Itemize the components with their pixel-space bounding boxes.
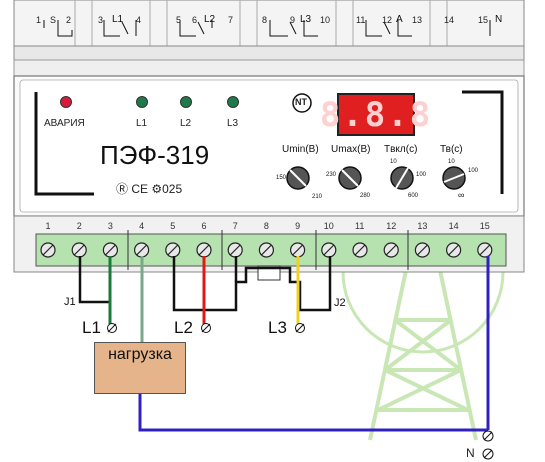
led-l2 (180, 96, 192, 108)
bottom-terminal-number: 9 (295, 221, 301, 231)
terminal-screws (40, 242, 493, 258)
knob-ton-label: Tвкл(с) (384, 144, 418, 155)
top-term-L1: L1 (112, 14, 124, 25)
top-term-A: A (396, 14, 403, 25)
bottom-terminal-number: 10 (323, 221, 334, 231)
knob-umax[interactable] (338, 166, 362, 190)
screw-slot (448, 244, 460, 256)
screw-slot (136, 244, 148, 256)
phase-label-l3: L3 (268, 318, 287, 337)
bottom-terminal-number: 11 (355, 221, 365, 231)
screw-slot (260, 244, 272, 256)
knob-umax-high: 280 (360, 193, 371, 199)
top-term-9: 9 (290, 15, 296, 25)
top-term-5: 5 (176, 15, 182, 25)
bottom-terminal-number: 13 (417, 221, 428, 231)
top-term-2: 2 (66, 15, 72, 25)
screw-slot (42, 244, 54, 256)
top-term-1: 1 (36, 15, 42, 25)
screw-slot (385, 244, 397, 256)
led-l1-label: L1 (136, 118, 148, 129)
bottom-terminal-number: 3 (107, 221, 113, 231)
wiring (78, 256, 494, 460)
load-label: нагрузка (108, 346, 172, 363)
top-term-13: 13 (412, 15, 423, 25)
led-l3-label: L3 (227, 118, 239, 129)
screw-slot (167, 244, 179, 256)
knob-tv-top: 10 (448, 159, 455, 165)
top-term-7: 7 (228, 15, 234, 25)
knob-umin[interactable] (286, 166, 310, 190)
device-body (13, 59, 525, 217)
bottom-terminal-number: 6 (201, 221, 207, 231)
screw-slot (229, 244, 241, 256)
top-term-10: 10 (320, 15, 331, 25)
top-terminal-strip (13, 0, 525, 61)
screw-slot (104, 244, 116, 256)
logo-nt: NT (295, 97, 307, 107)
bottom-terminal-number: 14 (448, 221, 459, 231)
top-term-N: N (495, 14, 503, 25)
digital-display: 8.8.8 (320, 93, 430, 136)
load-box: нагрузка (94, 342, 186, 394)
top-term-8: 8 (262, 15, 268, 25)
phase-label-l2: L2 (174, 318, 193, 337)
knob-umin-low: 150 (276, 175, 287, 181)
knob-umax-low: 230 (326, 172, 337, 178)
led-l3 (227, 96, 239, 108)
top-term-L2: L2 (204, 14, 216, 25)
screw-slot (479, 244, 491, 256)
led-l2-label: L2 (180, 118, 192, 129)
top-term-S: S (50, 15, 57, 25)
jumper-j2 (172, 256, 332, 312)
knob-ton-top: 10 (390, 159, 397, 165)
screw-slot (323, 244, 335, 256)
top-term-11: 11 (356, 15, 366, 25)
led-l1 (136, 96, 148, 108)
top-term-14: 14 (444, 15, 455, 25)
top-term-15: 15 (478, 15, 489, 25)
screw-slot (73, 244, 85, 256)
knob-tv-right: 100 (468, 168, 479, 174)
knob-umax-label: Umax(B) (331, 144, 371, 155)
knob-ton[interactable] (390, 166, 414, 190)
top-term-4: 4 (136, 15, 142, 25)
jumper-j1-label: J1 (64, 296, 76, 308)
screw-slot (292, 244, 304, 256)
top-term-12: 12 (382, 15, 393, 25)
model-title: ПЭФ-319 (100, 140, 210, 170)
alarm-led (60, 96, 72, 108)
phase-label-l1: L1 (82, 318, 101, 337)
knob-ton-right: 100 (416, 172, 427, 178)
bottom-terminal-number: 7 (232, 221, 238, 231)
knob-umin-high: 210 (312, 194, 323, 200)
bottom-terminal-number: 2 (76, 221, 82, 231)
jumper-j2-label: J2 (334, 297, 346, 309)
bottom-terminal-number: 8 (263, 221, 269, 231)
knob-tv[interactable] (442, 166, 466, 190)
screw-slot (198, 244, 210, 256)
top-term-L3: L3 (300, 14, 312, 25)
screw-slot (354, 244, 366, 256)
certification-marks: Ⓡ CE ⚙025 (116, 182, 183, 196)
knob-tv-label: Тв(с) (440, 144, 463, 155)
top-term-3: 3 (98, 15, 104, 25)
bottom-terminal-number: 12 (386, 221, 397, 231)
alarm-label: АВАРИЯ (44, 118, 85, 129)
wire-neutral (138, 256, 490, 432)
top-term-6: 6 (192, 15, 198, 25)
knob-tv-low: ∞ (458, 190, 465, 200)
bottom-terminal-number: 15 (479, 221, 490, 231)
knob-ton-low: 600 (408, 193, 419, 199)
bottom-terminal-number: 5 (170, 221, 176, 231)
bottom-terminal-number: 1 (45, 221, 51, 231)
screw-slot (416, 244, 428, 256)
knob-umin-label: Umin(B) (282, 144, 319, 155)
display-value: 8.8.8 (319, 94, 433, 135)
bottom-terminal-number: 4 (139, 221, 145, 231)
neutral-label: N (466, 446, 475, 460)
